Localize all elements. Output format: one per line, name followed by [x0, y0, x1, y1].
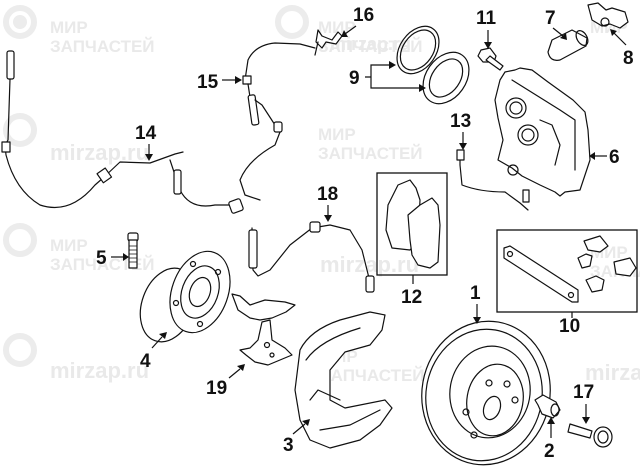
callout-15[interactable]: 15	[197, 72, 242, 93]
svg-text:ЗАПЧАСТЕЙ: ЗАПЧАСТЕЙ	[318, 37, 423, 56]
part-brake-rotor[interactable]	[410, 311, 561, 467]
callout-10[interactable]: 10	[559, 312, 580, 337]
callout-3[interactable]: 3	[283, 419, 310, 456]
svg-text:mirzap.ru: mirzap.ru	[50, 358, 149, 383]
watermark-site: mirzap.ru	[330, 34, 411, 54]
svg-text:ЗАПЧАСТЕЙ: ЗАПЧАСТЕЙ	[318, 144, 423, 163]
svg-text:МИР: МИР	[318, 125, 356, 144]
part-wear-sensor[interactable]	[1, 50, 244, 214]
part-caliper-bolt[interactable]	[567, 423, 613, 448]
svg-text:4: 4	[140, 351, 151, 372]
svg-text:18: 18	[317, 184, 338, 205]
svg-text:1: 1	[470, 283, 481, 304]
svg-text:14: 14	[135, 123, 157, 144]
part-sensor-clip[interactable]	[314, 29, 343, 56]
callout-4[interactable]: 4	[140, 332, 167, 372]
svg-text:mirzap.ru: mirzap.ru	[320, 252, 419, 277]
svg-text:mirzap.ru: mirzap.ru	[585, 360, 640, 385]
watermark-site: mirzap.ru	[3, 333, 149, 383]
svg-text:17: 17	[573, 382, 594, 403]
svg-text:11: 11	[476, 8, 497, 29]
callout-11[interactable]: 11	[476, 8, 497, 49]
part-hose-bracket[interactable]	[231, 293, 296, 366]
callout-19[interactable]: 19	[206, 364, 245, 399]
callout-2[interactable]: 2	[544, 417, 555, 462]
svg-text:ЗАПЧАСТЕЙ: ЗАПЧАСТЕЙ	[50, 37, 155, 56]
svg-text:5: 5	[96, 248, 107, 269]
svg-text:mirzap.ru: mirzap.ru	[50, 140, 149, 165]
svg-text:13: 13	[450, 111, 471, 132]
watermark-brand: МИР ЗАПЧАСТЕЙ	[275, 5, 423, 56]
watermark-brand: МИР ЗАПЧАСТЕЙ	[3, 223, 155, 274]
part-caliper-piston[interactable]	[547, 29, 590, 61]
svg-text:10: 10	[559, 316, 580, 337]
part-guide-bushing[interactable]	[534, 394, 561, 419]
callout-6[interactable]: 6	[589, 147, 620, 168]
svg-text:МИР: МИР	[50, 236, 88, 255]
svg-text:ЗАПЧАСТЕЙ: ЗАПЧАСТЕЙ	[50, 255, 155, 274]
watermark-layer: МИР ЗАПЧАСТЕЙ МИР ЗАПЧАСТЕЙ МИР ЗАПЧАСТЕ…	[3, 5, 640, 385]
watermark-site: mirzap.ru	[3, 113, 149, 165]
callout-9[interactable]: 9	[349, 61, 426, 92]
svg-text:16: 16	[353, 5, 374, 26]
part-abs-sensor[interactable]	[239, 42, 316, 201]
svg-text:МИР: МИР	[50, 18, 88, 37]
watermark-site: mirzap.ru	[320, 252, 419, 277]
part-piston-seal-kit[interactable]	[388, 18, 478, 112]
svg-text:19: 19	[206, 378, 227, 399]
svg-text:6: 6	[609, 147, 620, 168]
part-pad-hardware-kit[interactable]	[496, 229, 638, 313]
watermark-brand: МИР ЗАПЧАСТЕЙ	[318, 125, 423, 163]
part-bleeder-screw[interactable]	[477, 47, 504, 71]
callout-5[interactable]: 5	[96, 248, 129, 269]
part-splash-shield[interactable]	[294, 311, 393, 449]
part-hub-bolt[interactable]	[127, 232, 139, 269]
callout-8[interactable]: 8	[610, 29, 634, 69]
svg-text:12: 12	[401, 287, 422, 308]
svg-text:8: 8	[623, 48, 634, 69]
callout-16[interactable]: 16	[341, 5, 374, 37]
part-hub-bearing[interactable]	[131, 243, 241, 350]
callout-7[interactable]: 7	[545, 8, 567, 40]
part-bleeder-cap[interactable]	[587, 2, 629, 29]
svg-text:3: 3	[283, 435, 294, 456]
callout-18[interactable]: 18	[317, 184, 338, 222]
svg-text:15: 15	[197, 72, 219, 93]
callout-1[interactable]: 1	[470, 283, 481, 324]
part-brake-line[interactable]	[456, 149, 530, 211]
svg-text:2: 2	[544, 441, 555, 462]
svg-text:ЗАПЧАСТЕЙ: ЗАПЧАСТЕЙ	[320, 366, 425, 385]
svg-text:7: 7	[545, 8, 556, 29]
part-caliper[interactable]	[494, 67, 591, 197]
callout-17[interactable]: 17	[573, 382, 594, 424]
callout-13[interactable]: 13	[450, 111, 471, 150]
part-brake-pads[interactable]	[376, 172, 448, 276]
svg-text:mirzap.ru: mirzap.ru	[330, 34, 411, 54]
callout-labels: 1 2 3 4 5 6	[96, 5, 634, 462]
svg-text:9: 9	[349, 68, 360, 89]
part-brake-hose[interactable]	[248, 221, 375, 293]
watermark-site: mirzap.ru	[585, 360, 640, 385]
callout-14[interactable]: 14	[135, 123, 157, 161]
svg-text:МИР: МИР	[318, 18, 356, 37]
watermark-brand: МИР ЗАПЧАСТЕЙ	[3, 5, 155, 56]
callout-12[interactable]: 12	[401, 275, 422, 308]
